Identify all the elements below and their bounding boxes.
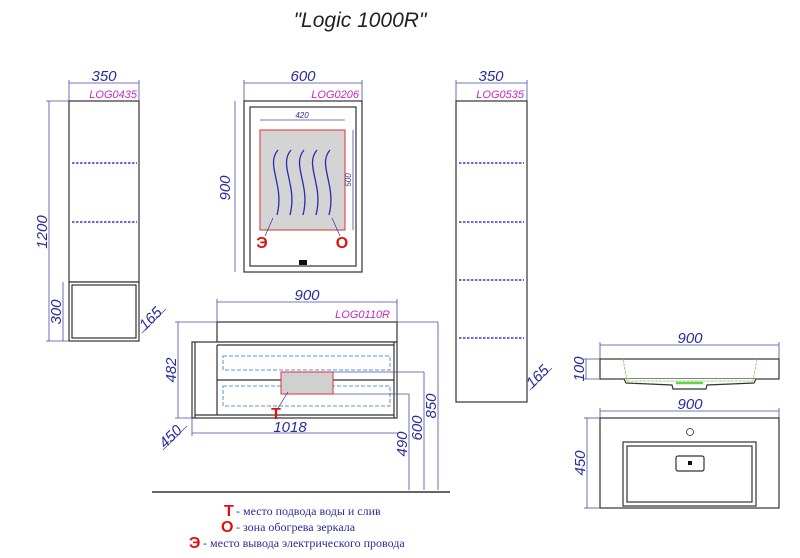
right-cabinet-code: LOG0535 (476, 89, 525, 101)
mirror-height: 900 (217, 175, 234, 201)
vanity-depth: 450 (156, 421, 186, 451)
left-cabinet-base-height: 300 (48, 299, 65, 325)
right-cabinet: 350 LOG0535 165 (455, 68, 553, 403)
switch-icon (299, 260, 307, 265)
basin-top-depth: 450 (572, 450, 589, 476)
drain-icon (688, 461, 692, 465)
vanity-code: LOG0110R (335, 309, 390, 321)
basin-side-width: 900 (677, 330, 703, 347)
legend-mark-electric: Э (189, 535, 200, 552)
water-connection-zone (280, 371, 334, 395)
vanity: 900 LOG0110R Т 482 1018 450 490 600 850 (152, 287, 450, 493)
basin: 900 100 900 450 (571, 330, 780, 509)
vanity-width: 900 (294, 287, 320, 304)
vanity-height: 482 (163, 357, 180, 383)
mark-heating: О (336, 235, 348, 252)
heat-zone-height: 500 (344, 173, 353, 187)
legend-text-water: - место подвода воды и слив (236, 504, 381, 518)
mark-electric: Э (256, 235, 267, 252)
mark-water: Т (271, 406, 281, 423)
mirror-width: 600 (290, 68, 316, 85)
left-cabinet-code: LOG0435 (89, 89, 138, 101)
heat-zone-width: 420 (295, 111, 309, 120)
legend-text-heating: - зона обогрева зеркала (236, 520, 356, 534)
basin-side-height: 100 (571, 356, 588, 382)
faucet-hole-icon (686, 428, 694, 436)
dim-850: 850 (423, 393, 440, 419)
left-cabinet-depth: 165 (136, 303, 166, 333)
vanity-total-width: 1018 (273, 419, 307, 436)
legend: Т - место подвода воды и слив О - зона о… (189, 503, 405, 552)
legend-text-electric: - место вывода электрического провода (203, 536, 405, 550)
drawing-title: "Logic 1000R" (294, 9, 428, 32)
dim-490: 490 (394, 431, 411, 457)
mirror-code: LOG0206 (311, 89, 360, 101)
mirror: 600 LOG0206 420 500 900 Э О (217, 68, 363, 273)
legend-mark-water: Т (224, 503, 234, 520)
left-cabinet: 350 LOG0435 1200 300 165 (34, 68, 167, 342)
left-cabinet-width: 350 (91, 68, 117, 85)
heating-wave-icon (272, 149, 332, 216)
basin-top-width: 900 (677, 396, 703, 413)
dim-600: 600 (409, 415, 426, 441)
legend-mark-heating: О (221, 519, 233, 536)
left-cabinet-height: 1200 (34, 215, 51, 249)
right-cabinet-width: 350 (478, 68, 504, 85)
